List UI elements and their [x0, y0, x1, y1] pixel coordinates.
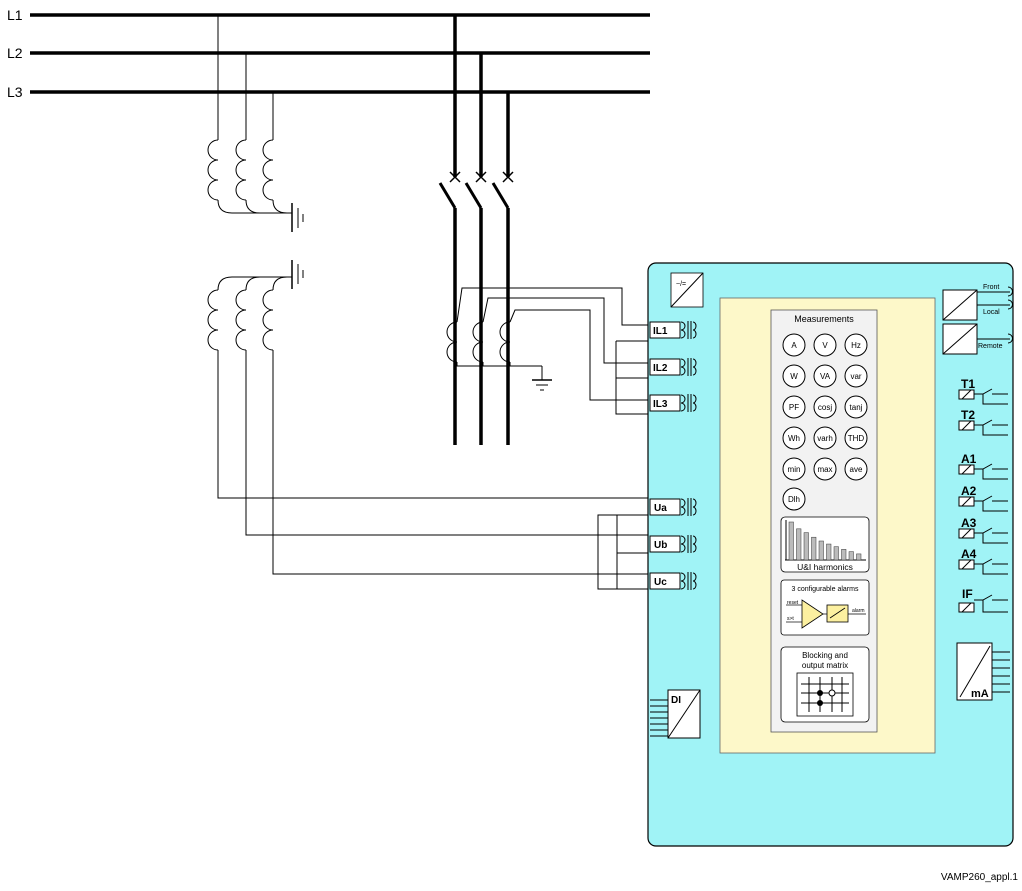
matrix-node-2	[817, 700, 823, 706]
harmonic-bar	[833, 546, 839, 561]
current-transformers	[446, 287, 650, 415]
meas-ave	[844, 457, 868, 481]
label-l2: L2	[7, 45, 23, 61]
meas-pf	[782, 395, 806, 419]
digital-input-block	[650, 689, 701, 739]
harmonic-bar	[856, 553, 862, 561]
meas-v-label: V	[822, 341, 828, 350]
meas-w-label: W	[790, 372, 798, 381]
meas-thd-label: THD	[848, 434, 865, 443]
input-ua: Ua	[654, 503, 667, 514]
relay-t1: T1	[961, 377, 975, 391]
meas-var	[844, 364, 868, 388]
harmonic-bar	[841, 549, 847, 561]
port-remote: Remote	[978, 343, 1003, 350]
communication-ports	[942, 286, 1013, 355]
matrix-title-2: output matrix	[802, 661, 848, 670]
relay-if: IF	[962, 587, 973, 601]
voltage-transformer	[207, 15, 650, 590]
harmonic-bar	[848, 551, 854, 561]
harmonic-bar	[788, 521, 794, 561]
meas-cosj	[813, 395, 837, 419]
meas-varh	[813, 426, 837, 450]
meas-min	[782, 457, 806, 481]
blocking-matrix-block: Blocking and output matrix	[780, 646, 870, 723]
harmonics-bars	[788, 521, 862, 561]
input-il2: IL2	[653, 363, 668, 374]
input-il1: IL1	[653, 326, 668, 337]
port-front: Front	[983, 284, 999, 291]
meas-va-label: VA	[820, 372, 831, 381]
alarms-reset: reset	[787, 600, 799, 606]
relay-a3: A3	[961, 516, 977, 530]
port-local: Local	[983, 309, 1000, 316]
meas-varh-label: varh	[817, 434, 833, 443]
power-supply-label: ~/=	[676, 281, 686, 288]
feeder-circuit-breaker	[438, 15, 514, 445]
meas-va	[813, 364, 837, 388]
meas-wh-label: Wh	[788, 434, 800, 443]
measurements-title: Measurements	[794, 314, 854, 324]
comparator-icon	[801, 599, 824, 629]
meas-pf-label: PF	[789, 403, 799, 412]
meas-cosj-label: cosj	[818, 403, 832, 412]
meas-wh	[782, 426, 806, 450]
harmonics-block: U&I harmonics	[780, 516, 870, 573]
label-l1: L1	[7, 7, 23, 23]
relay-a4: A4	[961, 547, 977, 561]
meas-w	[782, 364, 806, 388]
configurable-alarms-block: 3 configurable alarms reset s>t alarm	[780, 579, 870, 636]
alarms-set: s>t	[787, 616, 794, 622]
output-relays	[958, 388, 1008, 613]
input-il3: IL3	[653, 399, 668, 410]
harmonic-bar	[818, 540, 824, 561]
harmonic-bar	[826, 543, 832, 561]
meas-max	[813, 457, 837, 481]
busbars	[30, 13, 650, 94]
relay-a2: A2	[961, 484, 977, 498]
alarms-alarm: alarm	[852, 608, 865, 614]
input-ub: Ub	[654, 540, 667, 551]
power-supply-module: ~/=	[670, 272, 704, 308]
label-l3: L3	[7, 84, 23, 100]
ma-label: mA	[971, 688, 989, 700]
alarms-title: 3 configurable alarms	[792, 586, 859, 593]
meas-a-label: A	[791, 341, 797, 350]
relay-t2: T2	[961, 408, 975, 422]
digital-input-label: DI	[671, 695, 681, 706]
delay-block	[826, 604, 849, 623]
harmonics-label: U&I harmonics	[797, 562, 853, 572]
meas-hz-label: Hz	[851, 341, 861, 350]
matrix-title-1: Blocking and	[802, 651, 848, 660]
figure-id: VAMP260_appl.1	[941, 872, 1019, 883]
harmonic-bar	[811, 536, 817, 561]
relay-a1: A1	[961, 452, 977, 466]
meas-v	[813, 333, 837, 357]
meas-tanj-label: tanj	[850, 403, 863, 412]
meas-min-label: min	[788, 465, 801, 474]
input-uc: Uc	[654, 577, 667, 588]
measurement-grid	[782, 333, 868, 511]
meas-hz	[844, 333, 868, 357]
meas-dlh	[782, 487, 806, 511]
matrix-node-3	[828, 689, 836, 697]
meas-ave-label: ave	[850, 465, 863, 474]
meas-dlh-label: Dlh	[788, 495, 800, 504]
meas-thd	[844, 426, 868, 450]
meas-a	[782, 333, 806, 357]
input-blocks	[649, 321, 697, 590]
harmonic-bar	[803, 532, 809, 561]
harmonic-bar	[796, 528, 802, 561]
matrix-node-1	[817, 690, 823, 696]
meas-var-label: var	[850, 372, 861, 381]
meas-max-label: max	[817, 465, 832, 474]
meas-tanj	[844, 395, 868, 419]
ma-output-block	[956, 642, 1010, 701]
